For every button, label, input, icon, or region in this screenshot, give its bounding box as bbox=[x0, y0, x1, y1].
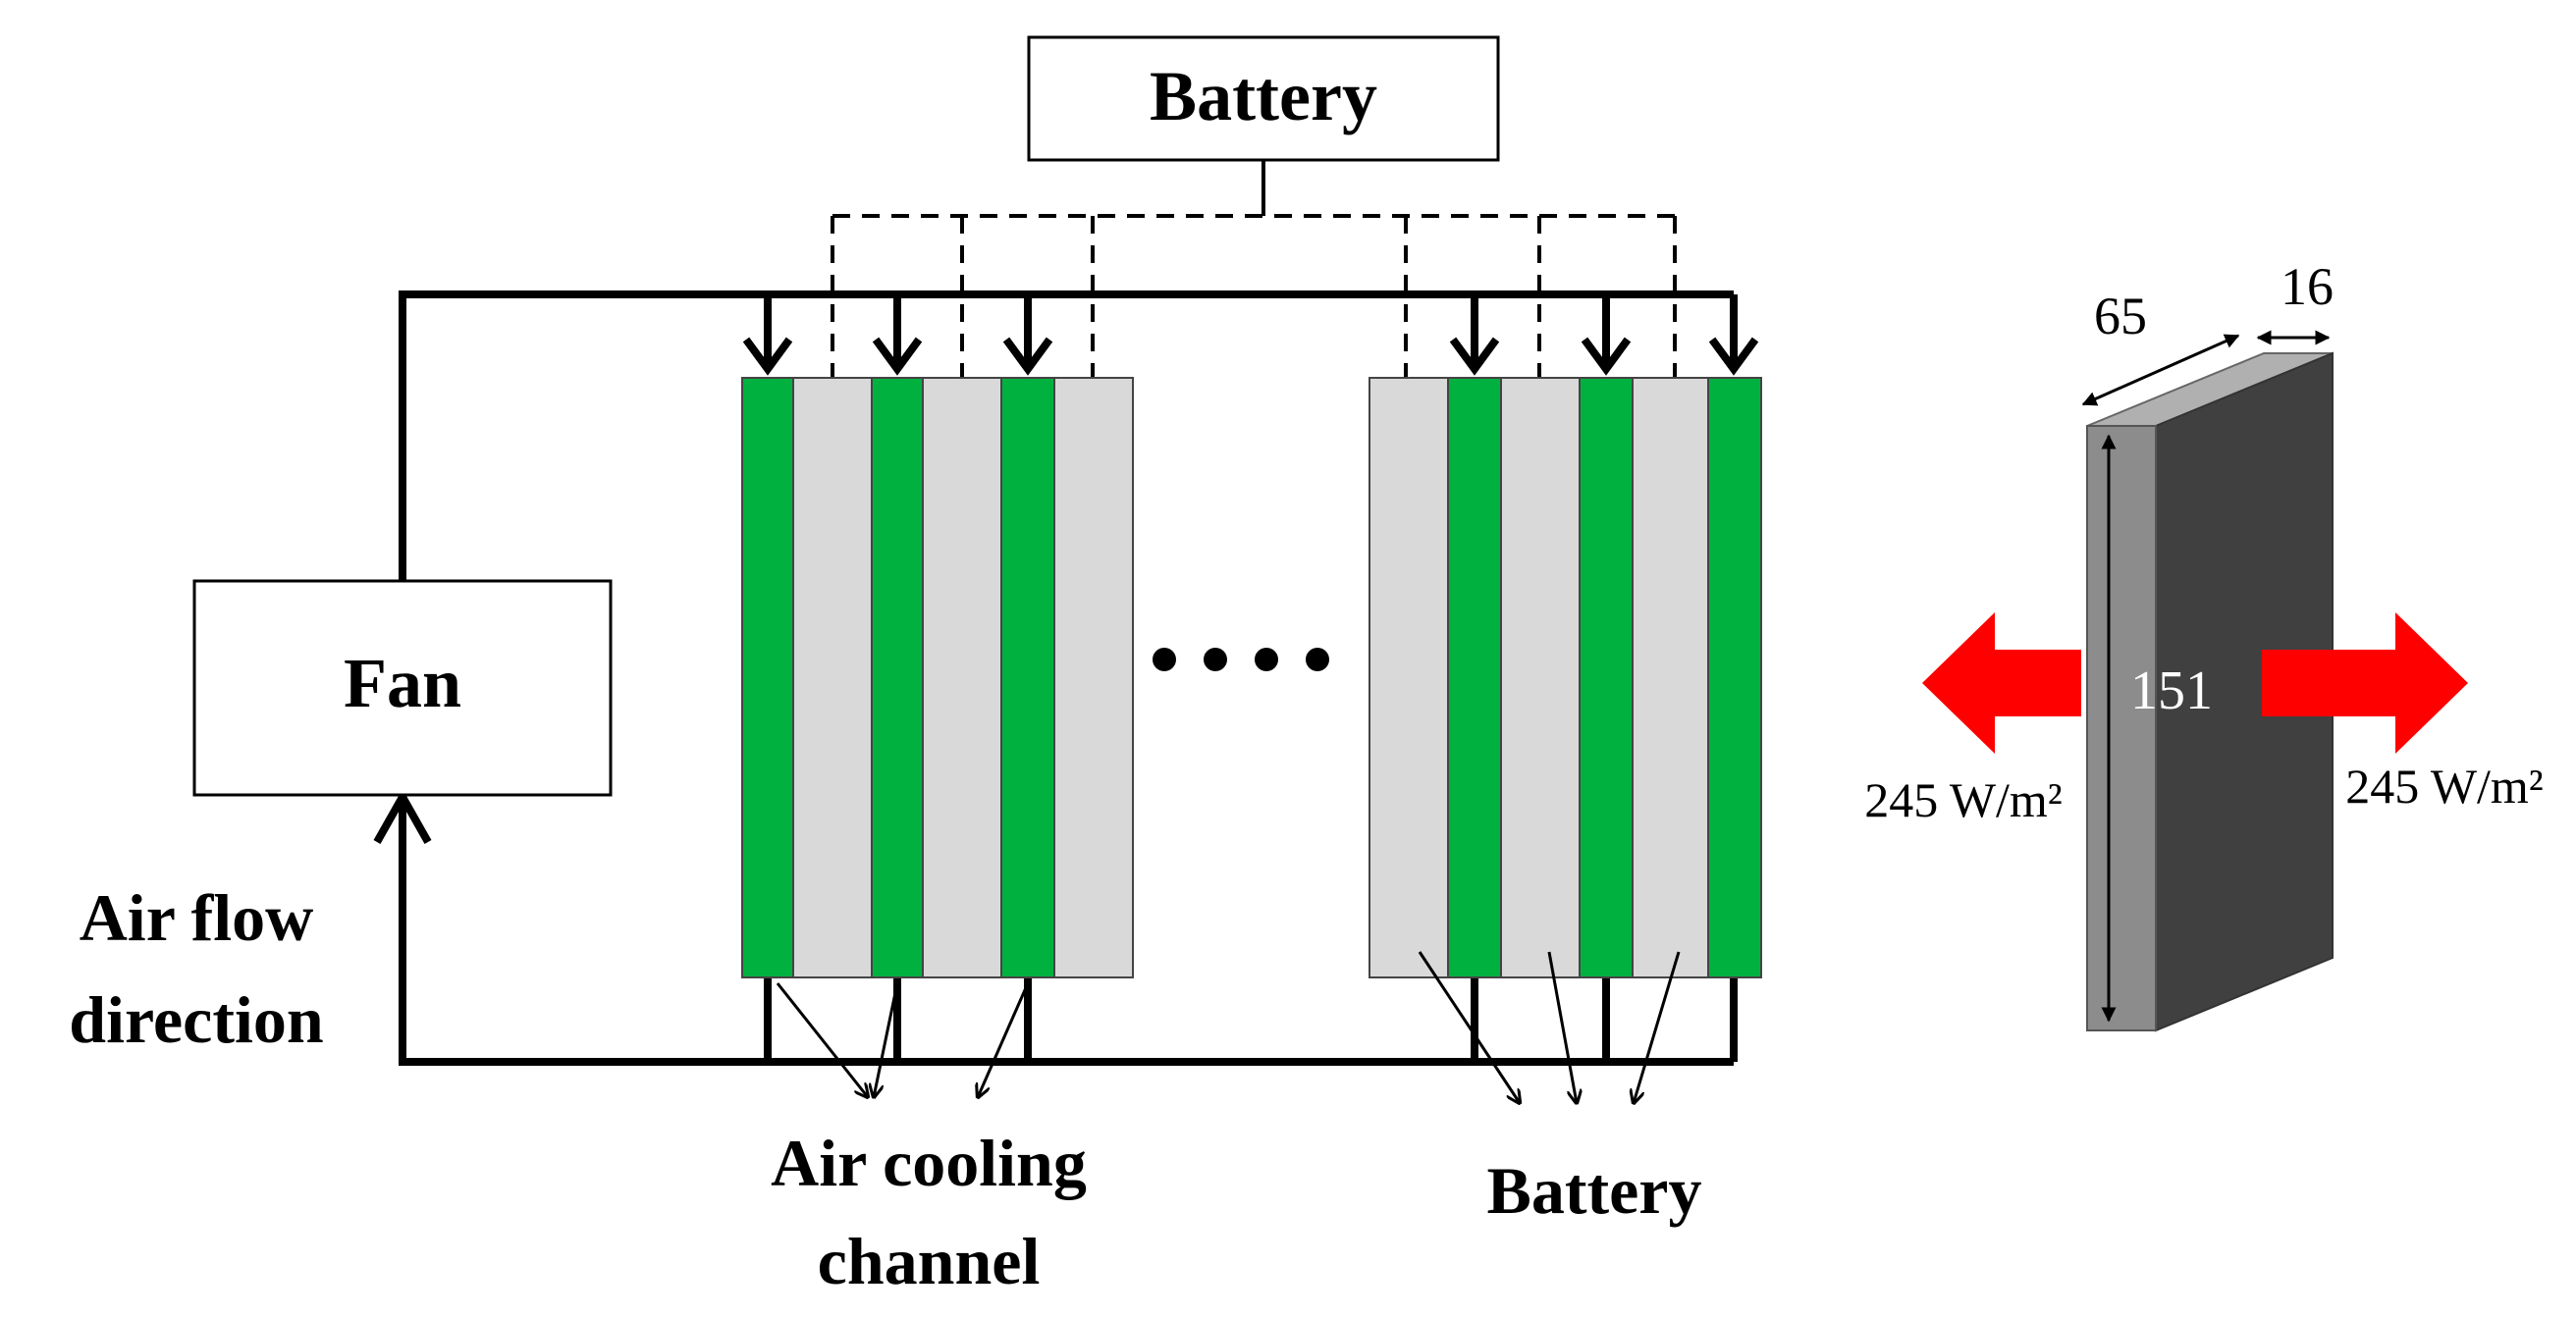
cooling-channel bbox=[1000, 377, 1055, 978]
heat-flux-arrow-left bbox=[1922, 612, 2081, 754]
cooling-channel bbox=[1579, 377, 1634, 978]
heat-flux-right-label: 245 W/m² bbox=[2345, 759, 2544, 814]
fan-box: Fan bbox=[192, 579, 613, 797]
channel-inlet-arrows bbox=[742, 294, 1759, 376]
air-channel-label-line2: channel bbox=[818, 1224, 1041, 1298]
battery-pointers bbox=[1418, 951, 1681, 1103]
battery-module-right bbox=[1368, 377, 1762, 978]
air-loop bbox=[399, 290, 1734, 1066]
heat-flux-left-label: 245 W/m² bbox=[1864, 772, 2063, 827]
battery-cell bbox=[1500, 377, 1581, 978]
cooling-channel bbox=[1707, 377, 1762, 978]
battery-cell-3d: 65 16 151 bbox=[2081, 257, 2334, 1032]
width-dimension-arrow bbox=[2081, 334, 2240, 406]
cooling-channel bbox=[871, 377, 924, 978]
battery-module-left bbox=[741, 377, 1134, 978]
cooling-channel bbox=[1447, 377, 1502, 978]
channel-outlet-lines bbox=[764, 977, 1738, 1062]
heat-flux-arrow-right bbox=[2262, 612, 2468, 754]
air-flow-label-line2: direction bbox=[69, 982, 323, 1057]
battery-cell bbox=[922, 377, 1002, 978]
dim-thickness-label: 16 bbox=[2281, 257, 2334, 316]
battery-cell bbox=[1368, 377, 1449, 978]
dim-width-label: 65 bbox=[2094, 287, 2147, 345]
ellipsis-dots bbox=[1153, 648, 1329, 671]
dim-height-label: 151 bbox=[2130, 660, 2213, 721]
air-inlet-arrow bbox=[373, 788, 432, 844]
cooling-channel bbox=[741, 377, 794, 978]
battery-cell bbox=[792, 377, 873, 978]
air-channel-pointers bbox=[776, 982, 1030, 1097]
battery-label: Battery bbox=[1486, 1153, 1701, 1228]
air-flow-label-line1: Air flow bbox=[80, 880, 314, 955]
fan-label: Fan bbox=[344, 644, 461, 722]
battery-dashed-connections bbox=[831, 160, 1677, 378]
battery-cell bbox=[1053, 377, 1134, 978]
battery-top-box: Battery bbox=[1027, 35, 1500, 162]
air-channel-label-line1: Air cooling bbox=[771, 1126, 1087, 1200]
battery-cell bbox=[1632, 377, 1709, 978]
battery-top-label: Battery bbox=[1150, 57, 1377, 135]
